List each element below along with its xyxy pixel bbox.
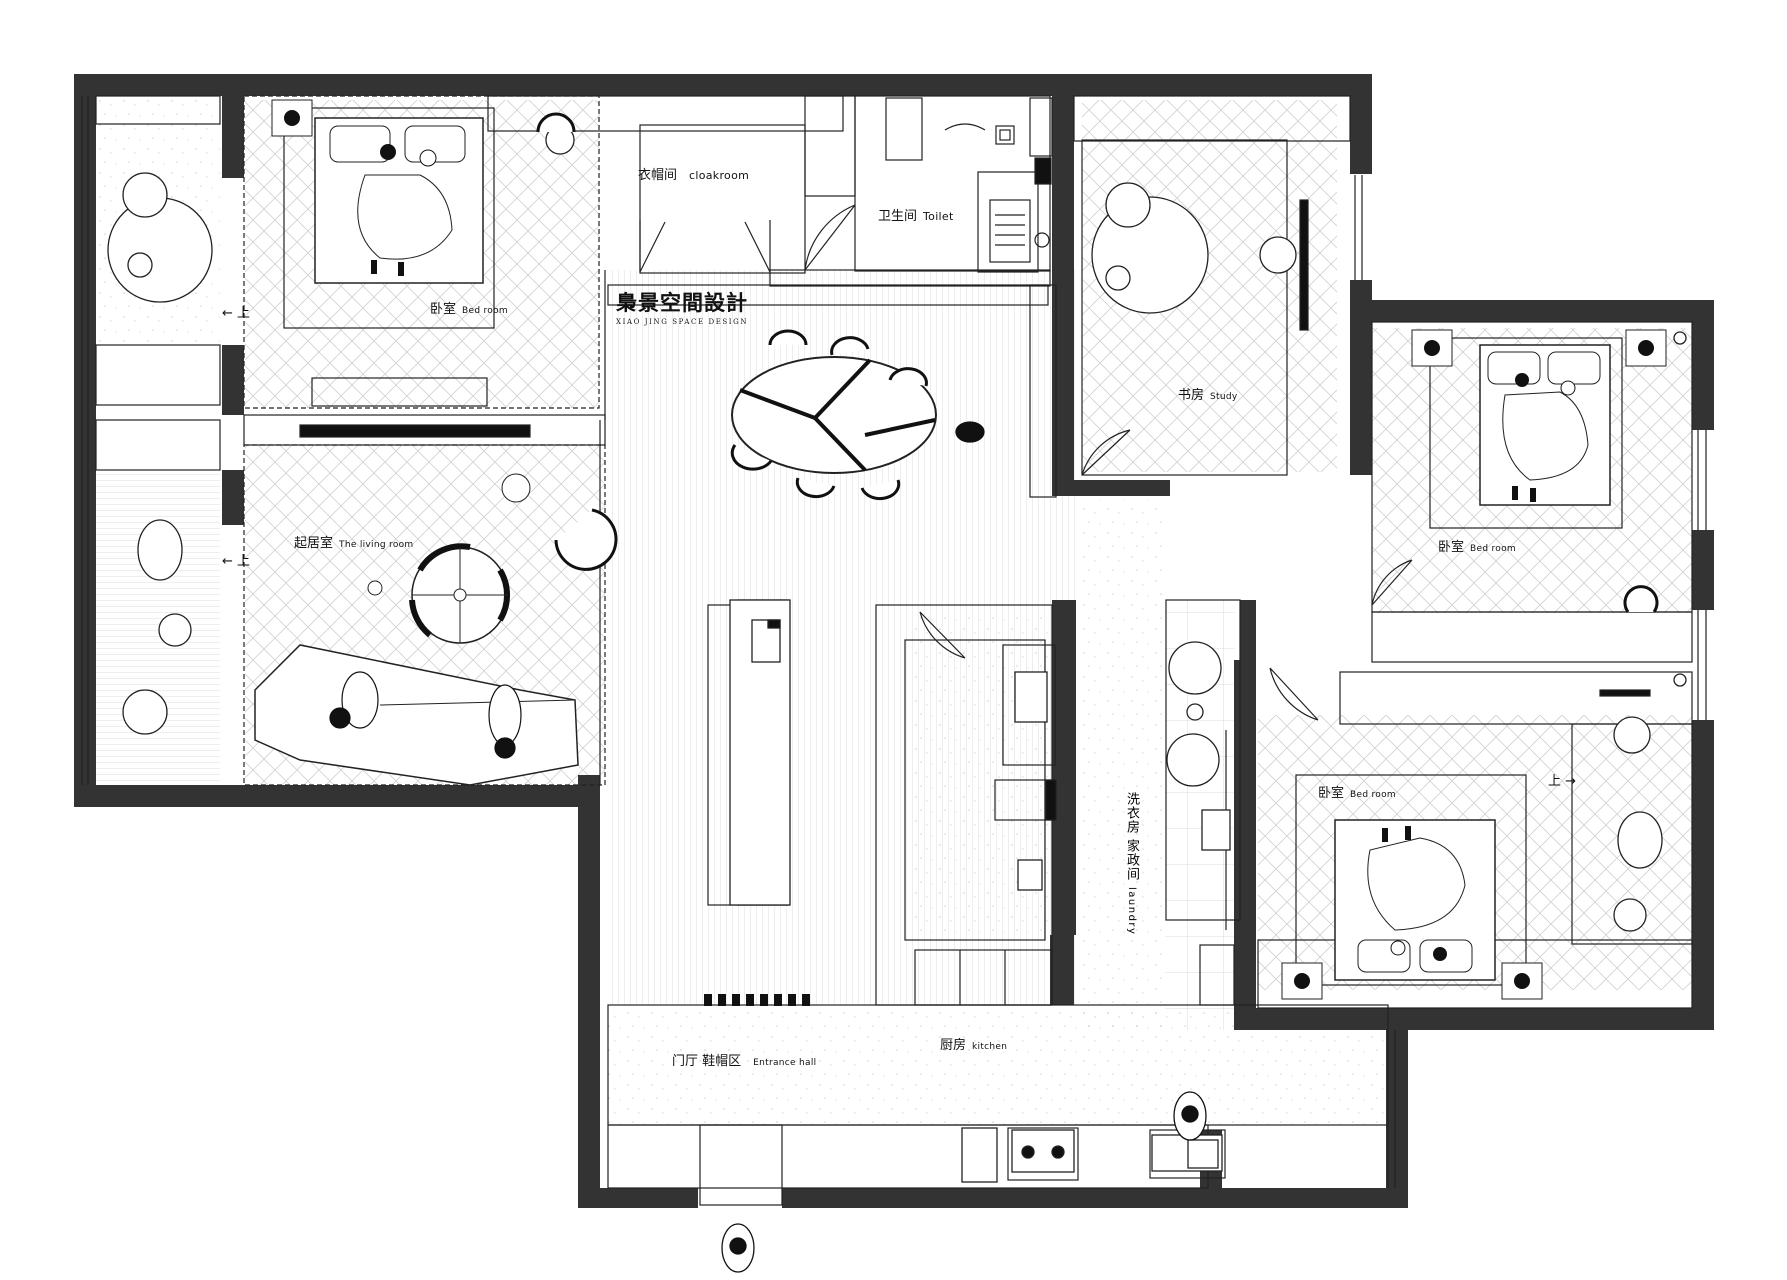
brand-name-en: XIAO JING SPACE DESIGN bbox=[616, 318, 749, 326]
step-up-marker-3: 上 → bbox=[1548, 774, 1577, 789]
door-swings bbox=[639, 204, 1413, 721]
label-laundry: 洗衣房 家政间laundry bbox=[1124, 792, 1139, 936]
kitchen-fittings bbox=[729, 599, 1231, 1183]
step-up-marker-1: ← 上 bbox=[222, 306, 251, 321]
partitions bbox=[81, 95, 1707, 1206]
bed-main bbox=[314, 117, 484, 284]
people-figures bbox=[721, 421, 1207, 1273]
dining-table bbox=[730, 329, 937, 501]
toilet-fixtures bbox=[944, 123, 1050, 263]
shoe-rack bbox=[704, 994, 810, 1006]
walls bbox=[74, 74, 1714, 1208]
step-up-marker-2: ← 上 bbox=[222, 554, 251, 569]
lounge-chairs bbox=[107, 112, 1687, 932]
brand-name-zh: 梟景空間設計 bbox=[616, 290, 748, 315]
nightstand-lamps bbox=[271, 99, 1667, 1000]
bed-east bbox=[1479, 344, 1611, 506]
brand-logo: 梟景空間設計 XIAO JING SPACE DESIGN bbox=[616, 287, 748, 326]
living-furniture bbox=[254, 473, 618, 786]
bed-south bbox=[1334, 819, 1496, 981]
